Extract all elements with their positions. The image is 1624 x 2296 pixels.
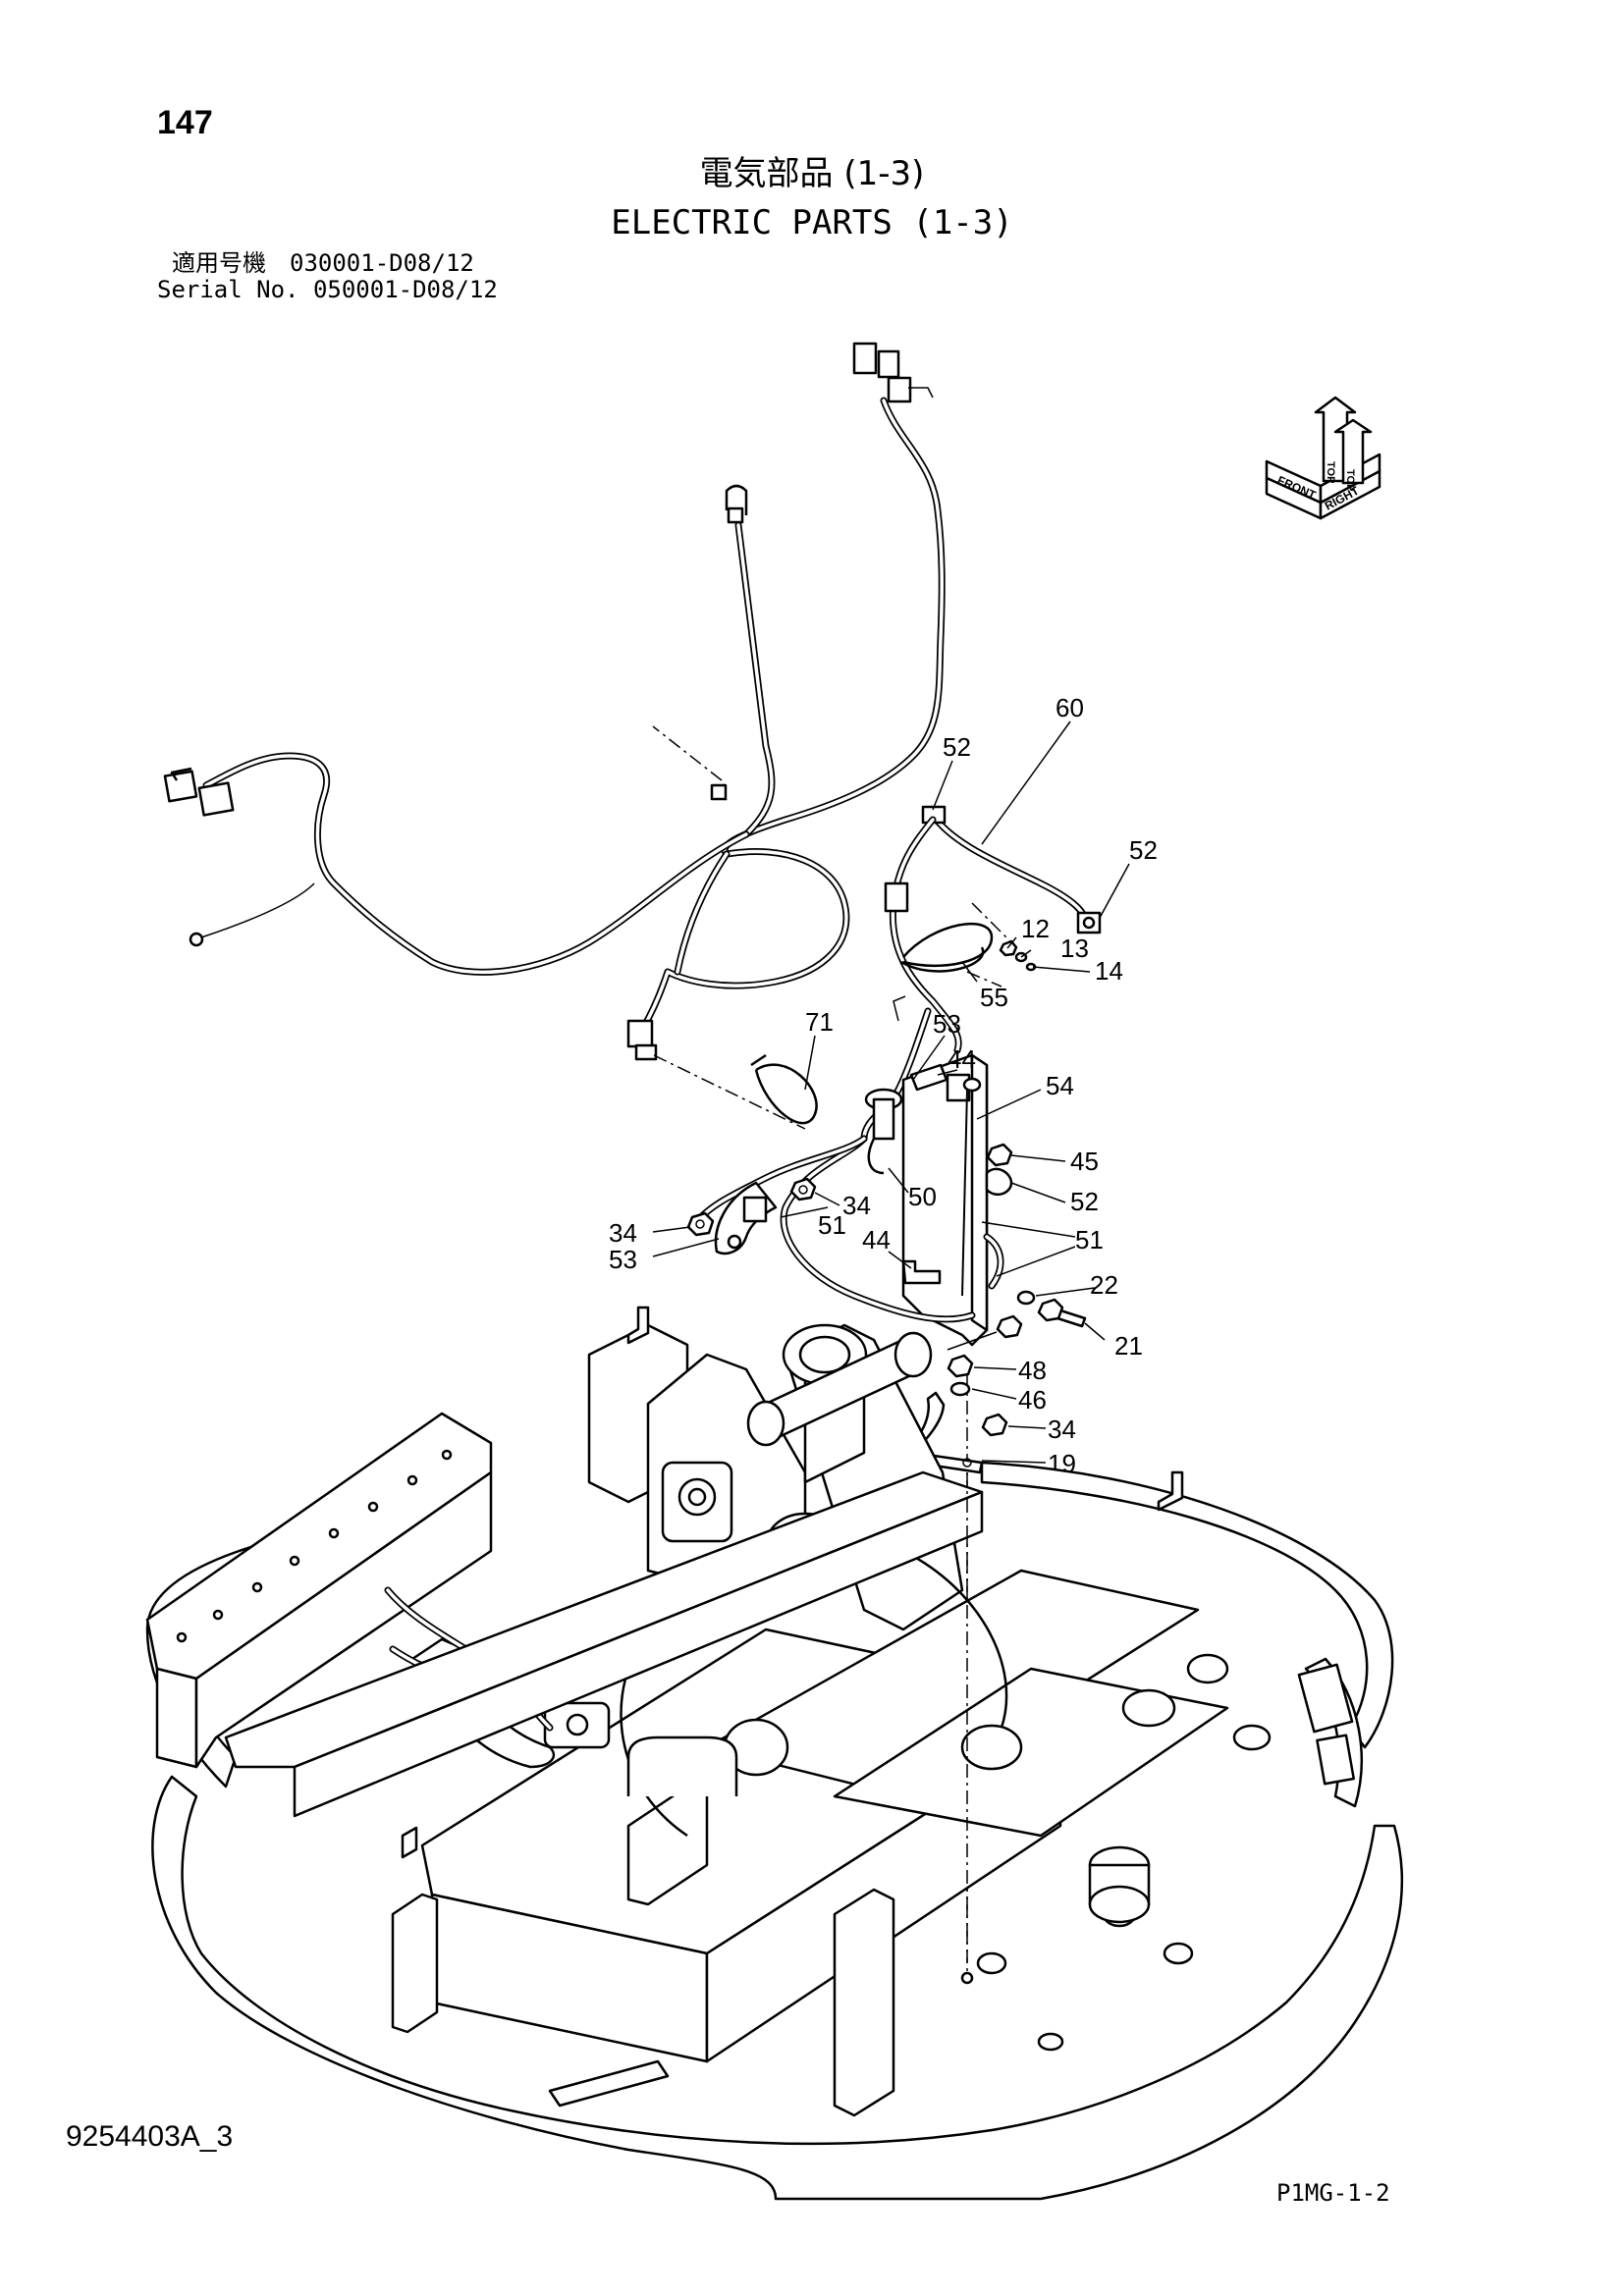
washer-46 <box>949 1381 971 1397</box>
drawing-number: 9254403A_3 <box>66 2120 234 2153</box>
callout-44-lower: 44 <box>862 1225 891 1255</box>
boom-pivot-boss <box>661 1461 733 1543</box>
bracket-53-left <box>714 1181 778 1255</box>
small-parts-12-13-14 <box>999 939 1037 972</box>
callout-34-left: 34 <box>609 1218 637 1248</box>
callout-21: 21 <box>1114 1331 1143 1361</box>
title-japanese: 電気部品 (1-3) <box>699 154 925 193</box>
callout-44-top: 44 <box>947 1044 976 1074</box>
callout-13: 13 <box>1060 934 1089 963</box>
serial-range-english: Serial No. 050001-D08/12 <box>157 276 498 303</box>
title-english: ELECTRIC PARTS (1-3) <box>611 203 1013 242</box>
orientation-top-label: TOP <box>1325 461 1336 483</box>
callout-14: 14 <box>1095 956 1123 986</box>
callout-leader-lines <box>652 721 1130 1464</box>
callout-numbers: 60 52 52 12 13 14 55 71 53 44 54 45 34 3… <box>609 693 1158 1478</box>
callout-50: 50 <box>908 1182 937 1211</box>
orientation-top-label-2: TOP <box>1344 469 1356 491</box>
bolt-21 <box>1037 1298 1087 1328</box>
callout-48: 48 <box>1018 1356 1047 1385</box>
callout-53-left: 53 <box>609 1245 637 1274</box>
bolt-34-center <box>789 1177 817 1201</box>
washer-22 <box>1016 1290 1036 1306</box>
bracket-assembly <box>686 805 1102 1474</box>
callout-22: 22 <box>1090 1270 1118 1300</box>
callout-34-bracket: 34 <box>1048 1415 1076 1444</box>
harness-top-connector <box>852 342 934 403</box>
serial-range-japanese: 適用号機 030001-D08/12 <box>172 249 474 277</box>
upperstructure-main-frame <box>145 1306 1404 2201</box>
grommet-50 <box>864 1088 903 1175</box>
callout-46: 46 <box>1018 1385 1047 1415</box>
orientation-indicator-icon: FRONT RIGHT TOP TOP <box>1265 396 1381 520</box>
connector-52-right <box>1076 911 1102 934</box>
harness-left-connector <box>163 767 235 817</box>
side-lamp-right <box>1297 1663 1356 1786</box>
callout-60: 60 <box>1056 693 1084 722</box>
callout-12: 12 <box>1021 914 1050 943</box>
callout-45: 45 <box>1070 1147 1099 1176</box>
bolt-45 <box>986 1143 1013 1167</box>
bolt-34-lower <box>996 1314 1023 1339</box>
bolt-34-bracket <box>981 1413 1008 1437</box>
callout-71: 71 <box>805 1007 834 1037</box>
callout-52-mid: 52 <box>1070 1187 1099 1216</box>
bolt-34-left <box>686 1211 715 1237</box>
page-code: P1MG-1-2 <box>1276 2179 1390 2207</box>
callout-34-center: 34 <box>842 1191 871 1220</box>
mounting-reference-line <box>960 1472 974 1985</box>
page-number: 147 <box>157 104 213 141</box>
nut-48 <box>947 1354 974 1378</box>
callout-55: 55 <box>980 983 1008 1012</box>
callout-51-left: 51 <box>818 1210 846 1240</box>
frame-holes-left <box>176 1449 453 1643</box>
callout-52-top: 52 <box>943 732 971 762</box>
callout-53-top: 53 <box>933 1009 961 1039</box>
callout-54: 54 <box>1046 1071 1074 1100</box>
harness-hook-connector <box>725 484 748 524</box>
swing-boss-right <box>1088 1845 1151 1924</box>
callout-51-right: 51 <box>1075 1225 1104 1255</box>
callout-52-right: 52 <box>1129 835 1158 865</box>
harness-center-connector <box>626 1019 658 1061</box>
clamp-52-mid <box>985 1167 1013 1197</box>
